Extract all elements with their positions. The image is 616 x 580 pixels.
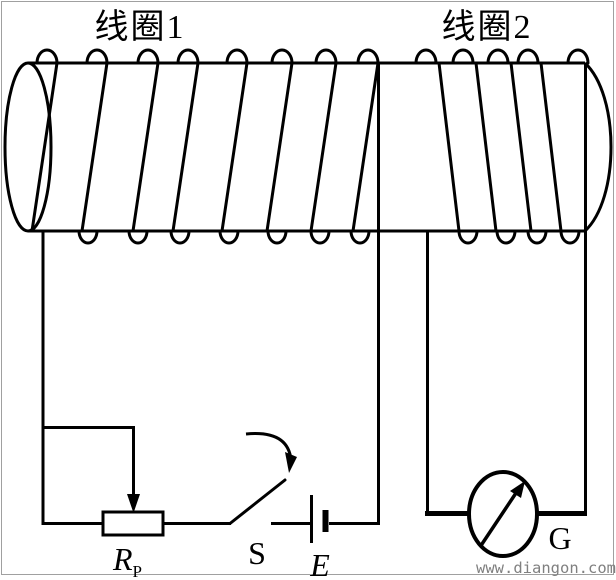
coil1-left-terminal-wire bbox=[41, 231, 103, 525]
winding-bottom-loop bbox=[559, 229, 581, 245]
watermark-text: www.diangon.com bbox=[476, 559, 616, 577]
winding-front-line bbox=[220, 61, 249, 233]
battery-label: E bbox=[309, 547, 330, 580]
winding-top-loop bbox=[314, 48, 338, 65]
winding-top-loop bbox=[176, 48, 200, 65]
cylinder-right-cap bbox=[583, 61, 613, 233]
cylinder-left-cap bbox=[3, 61, 53, 233]
coil1-label: 线圈1 bbox=[95, 8, 186, 46]
winding-bottom-loop bbox=[266, 229, 288, 245]
winding-front-line bbox=[474, 61, 498, 233]
winding-bottom-loop bbox=[309, 229, 331, 245]
winding-top-loop bbox=[356, 48, 380, 65]
slider-arrowhead bbox=[127, 494, 140, 513]
winding-front-line bbox=[30, 61, 59, 233]
galvanometer-needle bbox=[478, 489, 520, 548]
winding-top-loop bbox=[516, 48, 540, 65]
winding-bottom-loop bbox=[457, 229, 479, 245]
galvanometer-label: G bbox=[548, 520, 571, 556]
winding-front-line bbox=[509, 61, 533, 233]
winding-top-loop bbox=[414, 48, 438, 65]
winding-top-loop bbox=[451, 48, 475, 65]
coil2-label: 线圈2 bbox=[442, 8, 533, 46]
rheostat-slider-branch-wire bbox=[43, 426, 135, 496]
winding-bottom-loop bbox=[77, 229, 99, 245]
rheostat-body bbox=[101, 510, 165, 537]
winding-bottom-loop bbox=[495, 229, 517, 245]
winding-front-line bbox=[539, 61, 563, 233]
switch-blade bbox=[228, 478, 287, 525]
primary-circuit bbox=[41, 63, 380, 543]
winding-top-loop bbox=[225, 48, 249, 65]
winding-bottom-loop bbox=[526, 229, 548, 245]
winding-front-line bbox=[80, 61, 109, 233]
rheostat-label-main: R bbox=[112, 541, 133, 577]
winding-front-line bbox=[309, 61, 338, 233]
switch-arrowhead bbox=[285, 452, 297, 473]
winding-top-loop bbox=[35, 48, 59, 65]
winding-bottom-loop bbox=[349, 229, 371, 245]
winding-top-loop bbox=[270, 48, 294, 65]
rheostat-label-subscript: P bbox=[133, 562, 142, 580]
winding-top-loop bbox=[566, 48, 590, 65]
winding-front-line bbox=[351, 61, 380, 233]
winding-front-line bbox=[437, 61, 461, 233]
secondary-circuit bbox=[425, 63, 587, 558]
switch-close-arrow-arc bbox=[245, 432, 293, 461]
winding-top-loop bbox=[136, 48, 160, 65]
winding-bottom-loop bbox=[218, 229, 240, 245]
winding-top-loop bbox=[486, 48, 510, 65]
winding-top-loop bbox=[85, 48, 109, 65]
switch-label: S bbox=[248, 535, 266, 571]
winding-front-line bbox=[131, 61, 160, 233]
winding-bottom-loop bbox=[127, 229, 149, 245]
galvanometer-needle-arrowhead bbox=[510, 481, 525, 498]
coil1-windings bbox=[30, 48, 380, 245]
coil1-right-terminal-wire bbox=[329, 63, 380, 525]
coil2-windings bbox=[414, 48, 590, 245]
rheostat-label: RP bbox=[112, 541, 142, 580]
core-cylinder bbox=[3, 61, 613, 233]
winding-front-line bbox=[265, 61, 294, 233]
winding-bottom-loop bbox=[169, 229, 191, 245]
winding-front-line bbox=[171, 61, 200, 233]
